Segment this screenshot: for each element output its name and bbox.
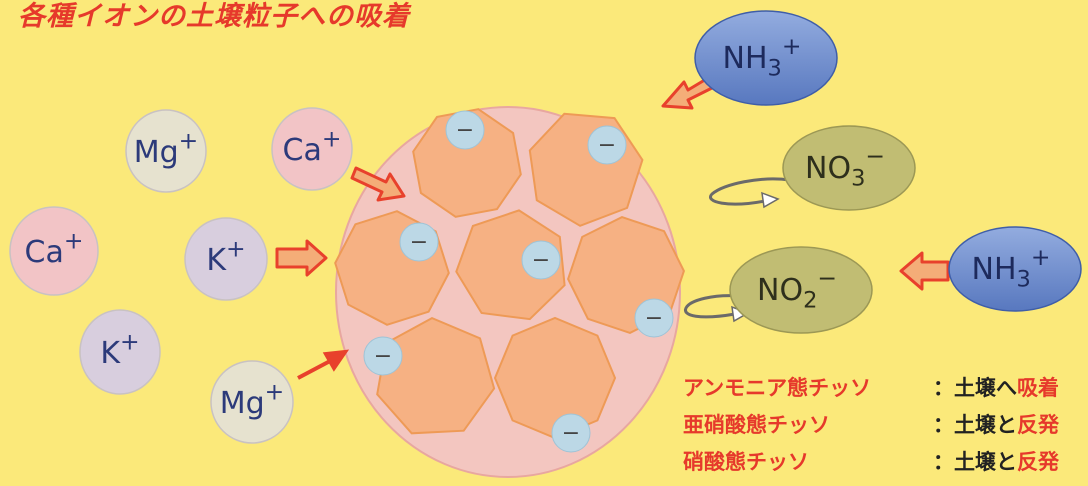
ion-symbol: K (206, 243, 227, 278)
ion-no2: NO2− (730, 247, 872, 333)
adsorption-arrow-lines (298, 352, 345, 378)
legend-label-nitrite: 亜硝酸態チッソ (683, 409, 830, 439)
negative-charge-symbol: − (532, 248, 550, 273)
negative-charge: − (400, 223, 438, 261)
legend-effect-highlight: 反発 (1017, 413, 1059, 437)
nitrogen-legend: アンモニア態チッソ ：土壌へ吸着 亜硝酸態チッソ ：土壌と反発 硝酸態チッソ ：… (683, 372, 1083, 483)
ion-ca-2: Ca+ (10, 207, 98, 295)
ion-charge: + (179, 127, 199, 155)
ion-symbol: Mg (134, 135, 179, 170)
ion-charge: + (322, 125, 342, 153)
negative-charge-symbol: − (456, 118, 474, 143)
soil-aggregate (495, 318, 615, 438)
legend-effect-highlight: 反発 (1017, 450, 1059, 474)
ion-no3: NO3− (783, 126, 915, 210)
legend-effect-highlight: 吸着 (1017, 376, 1059, 400)
negative-charge: − (522, 241, 560, 279)
ion-nh3-2: NH3+ (949, 227, 1081, 311)
legend-effect-text: ：土壌へ (933, 376, 1017, 400)
arrow-k-to-soil (277, 241, 326, 275)
legend-effect-ammonium: ：土壌へ吸着 (933, 372, 1059, 402)
ion-k-2: K+ (80, 310, 160, 394)
ion-subscript: 3 (768, 56, 782, 82)
ion-mg-2: Mg+ (211, 361, 293, 443)
ion-subscript: 3 (851, 166, 865, 192)
ion-symbol: Ca (25, 235, 64, 270)
ion-symbol: NO (757, 273, 803, 308)
ion-symbol: NH (972, 252, 1017, 287)
ion-symbol: K (100, 336, 121, 371)
legend-effect-nitrate: ：土壌と反発 (933, 446, 1059, 476)
legend-label-nitrate: 硝酸態チッソ (683, 446, 809, 476)
repulsion-head-no3 (762, 193, 778, 207)
ion-charge: + (64, 227, 84, 255)
negative-charge-symbol: − (374, 344, 392, 369)
ion-symbol: Mg (220, 386, 265, 421)
ion-symbol: Ca (283, 133, 322, 168)
legend-effect-text: ：土壌と (933, 413, 1017, 437)
ion-charge: + (265, 378, 285, 406)
arrow-mg-line (298, 360, 332, 378)
negative-charge: − (364, 337, 402, 375)
ion-subscript: 3 (1017, 267, 1031, 293)
ion-charge: + (782, 32, 802, 60)
negative-charge-symbol: − (410, 230, 428, 255)
legend-effect-text: ：土壌と (933, 450, 1017, 474)
arrow-nh3-right-to-soil (901, 253, 948, 289)
legend-row-nitrate: 硝酸態チッソ ：土壌と反発 (683, 446, 1083, 483)
ion-charge: − (865, 142, 885, 170)
ion-charge: + (1031, 243, 1051, 271)
negative-charge: − (446, 111, 484, 149)
legend-label-ammonium: アンモニア態チッソ (683, 372, 871, 402)
ion-charge: − (817, 264, 837, 292)
legend-row-nitrite: 亜硝酸態チッソ ：土壌と反発 (683, 409, 1083, 446)
negative-charge: − (588, 126, 626, 164)
ion-ca-1: Ca+ (272, 108, 352, 190)
ion-mg-1: Mg+ (126, 110, 206, 192)
ion-symbol: NH (723, 41, 768, 76)
ion-k-1: K+ (185, 218, 267, 300)
negative-charge: − (635, 299, 673, 337)
arrow-mg-head (326, 352, 345, 368)
negative-charge-symbol: − (598, 133, 616, 158)
legend-row-ammonium: アンモニア態チッソ ：土壌へ吸着 (683, 372, 1083, 409)
negative-charge-symbol: − (645, 306, 663, 331)
ion-charge: + (120, 328, 140, 356)
legend-effect-nitrite: ：土壌と反発 (933, 409, 1059, 439)
ion-nh3-1: NH3+ (695, 11, 837, 105)
ion-symbol: NO (805, 151, 851, 186)
negative-charge: − (552, 414, 590, 452)
repulsion-swirl-no3 (710, 179, 790, 204)
ion-charge: + (226, 235, 246, 263)
ion-subscript: 2 (803, 288, 817, 314)
negative-charge-symbol: − (562, 421, 580, 446)
